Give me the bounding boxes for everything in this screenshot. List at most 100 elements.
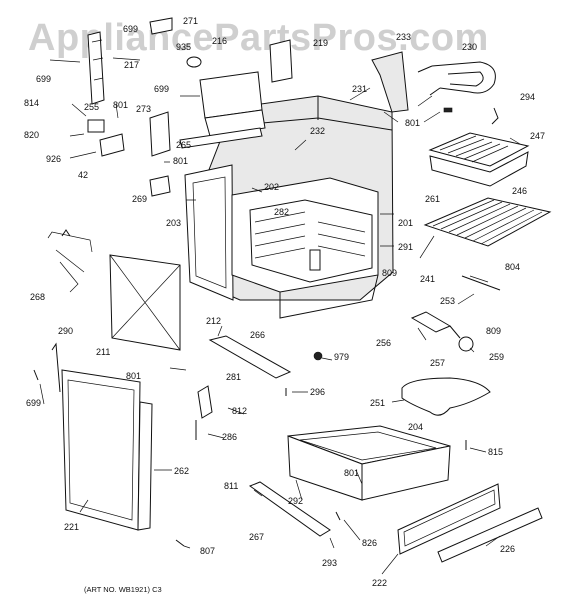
wire-harness-268 — [47, 231, 93, 293]
callout-699: 699 — [26, 398, 41, 408]
callout-801: 801 — [344, 468, 359, 478]
callout-699: 699 — [36, 74, 51, 84]
broiler-pan-246 — [429, 151, 529, 187]
callout-292: 292 — [288, 496, 303, 506]
latch-281 — [197, 385, 213, 419]
side-panel-cross — [109, 254, 181, 351]
knob-259 — [458, 336, 474, 352]
callout-801: 801 — [113, 100, 128, 110]
harness-connector — [61, 229, 71, 237]
drawer-front-side — [361, 445, 451, 501]
callout-809: 809 — [486, 326, 501, 336]
front-frame-203 — [184, 164, 234, 301]
callout-202: 202 — [264, 182, 279, 192]
bracket-219 — [269, 39, 293, 83]
screw-826 — [335, 511, 341, 521]
callout-286: 286 — [222, 432, 237, 442]
screw-807 — [175, 539, 185, 547]
switch-255 — [87, 119, 105, 133]
callout-281: 281 — [226, 372, 241, 382]
callout-257: 257 — [430, 358, 445, 368]
callout-256: 256 — [376, 338, 391, 348]
side-rail-217-details — [91, 39, 104, 81]
callout-233: 233 — [396, 32, 411, 42]
broiler-grid-slots — [439, 135, 509, 163]
bake-element-251 — [401, 377, 491, 416]
callout-815: 815 — [488, 447, 503, 457]
kick-plate-226 — [437, 507, 543, 563]
callout-241: 241 — [420, 274, 435, 284]
callout-809: 809 — [382, 268, 397, 278]
callout-293: 293 — [322, 558, 337, 568]
front-frame-inner — [192, 176, 227, 289]
callout-812: 812 — [232, 406, 247, 416]
callout-820: 820 — [24, 130, 39, 140]
callout-801: 801 — [405, 118, 420, 128]
callout-294: 294 — [520, 92, 535, 102]
callout-261: 261 — [425, 194, 440, 204]
plate-42 — [99, 133, 125, 157]
callout-211: 211 — [96, 347, 110, 357]
callout-246: 246 — [512, 186, 527, 196]
clip-269 — [149, 175, 171, 197]
callout-262: 262 — [174, 466, 189, 476]
diagram-artwork — [33, 17, 552, 575]
screw-801-top — [443, 107, 453, 113]
rod-290 — [51, 342, 61, 393]
callout-290: 290 — [58, 326, 73, 336]
broil-element-terminals — [417, 65, 441, 96]
callout-935: 935 — [176, 42, 191, 52]
callout-296: 296 — [310, 387, 325, 397]
broiler-grid-247 — [428, 132, 530, 167]
broil-element-230 — [431, 61, 496, 94]
callout-232: 232 — [310, 126, 325, 136]
callout-826: 826 — [362, 538, 377, 548]
side-panel-221-inner — [67, 379, 135, 521]
callout-268: 268 — [30, 292, 45, 302]
nut-979 — [313, 351, 323, 361]
trim-262 — [137, 401, 153, 531]
callout-230: 230 — [462, 42, 477, 52]
grommet-935 — [186, 56, 202, 68]
callout-271: 271 — [183, 16, 198, 26]
igniter-link-257 — [449, 325, 461, 339]
callout-807: 807 — [200, 546, 215, 556]
leader-lines — [39, 57, 501, 575]
callout-291: 291 — [398, 242, 413, 252]
side-rail-217 — [87, 31, 105, 105]
callout-labels: 699 271 935 216 219 233 230 699 217 699 … — [24, 16, 545, 588]
callout-699: 699 — [154, 84, 169, 94]
callout-282: 282 — [274, 207, 289, 217]
callout-204: 204 — [408, 422, 423, 432]
callout-203: 203 — [166, 218, 181, 228]
callout-801: 801 — [173, 156, 188, 166]
watermark-text: AppliancePartsPros.com — [28, 17, 489, 59]
clip-294 — [491, 107, 499, 125]
callout-251: 251 — [370, 398, 385, 408]
callout-926: 926 — [46, 154, 61, 164]
callout-811: 811 — [224, 481, 238, 491]
bracket-273 — [149, 111, 171, 157]
callout-265: 265 — [176, 140, 191, 150]
door-opening-212 — [279, 274, 379, 319]
callout-201: 201 — [398, 218, 413, 228]
callout-217: 217 — [124, 60, 139, 70]
callout-801: 801 — [126, 371, 141, 381]
callout-216: 216 — [212, 36, 227, 46]
callout-212: 212 — [206, 316, 221, 326]
callout-253: 253 — [440, 296, 455, 306]
callout-247: 247 — [530, 131, 545, 141]
drawer-rail-267 — [248, 481, 331, 537]
callout-269: 269 — [132, 194, 147, 204]
oven-rack-wires — [432, 199, 543, 245]
strip-265 — [179, 127, 263, 149]
drawer-front-inner — [403, 489, 496, 547]
callout-222: 222 — [372, 578, 387, 588]
callout-699: 699 — [123, 24, 138, 34]
callout-231: 231 — [352, 84, 367, 94]
callout-221: 221 — [64, 522, 79, 532]
clip-271 — [149, 17, 173, 35]
callout-804: 804 — [505, 262, 520, 272]
callout-259: 259 — [489, 352, 504, 362]
